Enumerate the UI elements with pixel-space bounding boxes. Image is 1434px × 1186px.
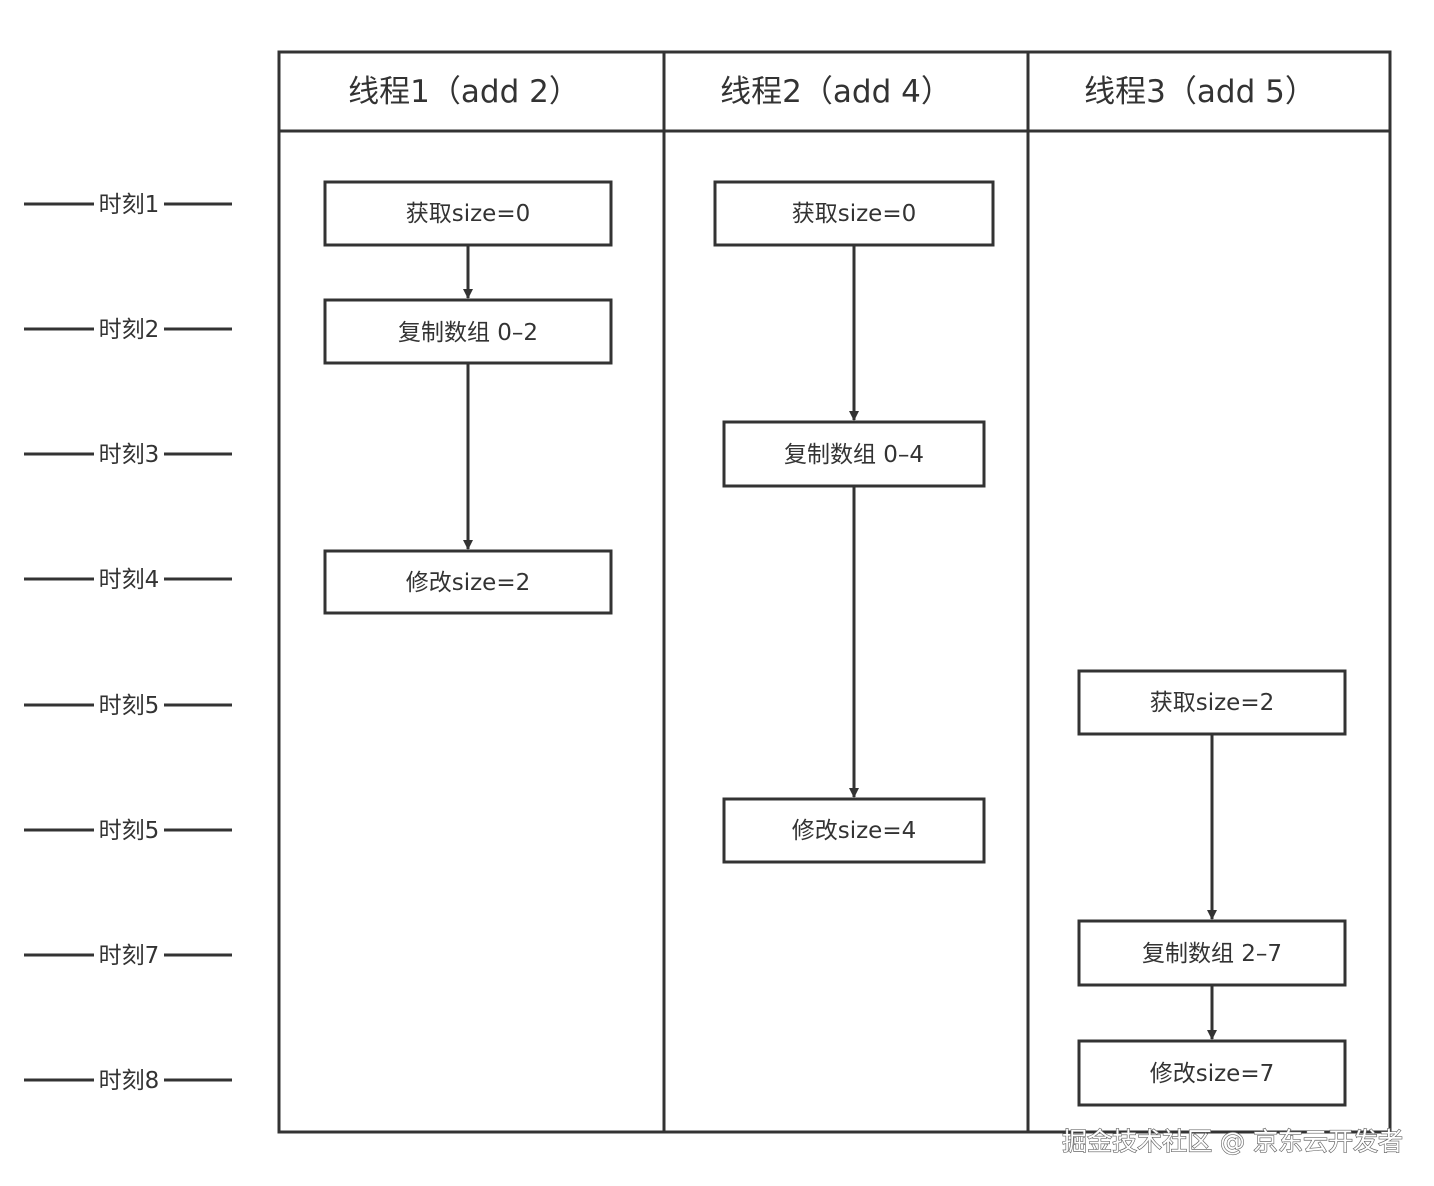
time-tick-label: 时刻2 (99, 317, 160, 343)
step-box: 复制数组 2–7 (1077, 919, 1347, 987)
step-label: 复制数组 2–7 (1142, 941, 1282, 967)
step-label: 修改size=7 (1150, 1061, 1275, 1087)
step-label: 获取size=0 (406, 201, 531, 227)
step-box: 获取size=0 (713, 180, 995, 247)
time-tick: 时刻1 (24, 192, 232, 218)
thread-2-header: 线程2（add 4） (720, 74, 952, 110)
time-tick: 时刻4 (24, 567, 232, 593)
step-label: 修改size=4 (792, 818, 917, 844)
time-axis: 时刻1 时刻2 时刻3 时刻4 时刻5 时刻5 (24, 192, 232, 1094)
step-label: 获取size=2 (1150, 690, 1275, 716)
time-tick-label: 时刻8 (99, 1068, 160, 1094)
step-box: 获取size=2 (1077, 669, 1347, 736)
time-tick-label: 时刻3 (99, 442, 160, 468)
step-box: 获取size=0 (323, 180, 613, 247)
step-label: 修改size=2 (406, 570, 531, 596)
time-tick: 时刻5 (24, 818, 232, 844)
time-tick: 时刻8 (24, 1068, 232, 1094)
time-tick-label: 时刻1 (99, 192, 160, 218)
time-tick: 时刻2 (24, 317, 232, 343)
step-label: 获取size=0 (792, 201, 917, 227)
step-box: 修改size=4 (722, 797, 986, 864)
time-tick-label: 时刻5 (99, 693, 160, 719)
table-border (277, 50, 1392, 1134)
time-tick-label: 时刻5 (99, 818, 160, 844)
step-box: 修改size=7 (1077, 1039, 1347, 1107)
step-box: 复制数组 0–4 (722, 420, 986, 488)
flow-arrows (463, 245, 1217, 1040)
step-label: 复制数组 0–2 (398, 320, 538, 346)
thread-3-header: 线程3（add 5） (1084, 74, 1316, 110)
thread-table (277, 50, 1392, 1134)
time-tick: 时刻3 (24, 442, 232, 468)
step-label: 复制数组 0–4 (784, 442, 924, 468)
time-tick: 时刻7 (24, 943, 232, 969)
thread-1-header: 线程1（add 2） (348, 74, 580, 110)
time-tick-label: 时刻7 (99, 943, 160, 969)
step-box: 复制数组 0–2 (323, 298, 613, 365)
step-box: 修改size=2 (323, 549, 613, 615)
time-tick: 时刻5 (24, 693, 232, 719)
time-tick-label: 时刻4 (99, 567, 160, 593)
watermark-text: 掘金技术社区 @ 京东云开发者 (1062, 1127, 1403, 1156)
